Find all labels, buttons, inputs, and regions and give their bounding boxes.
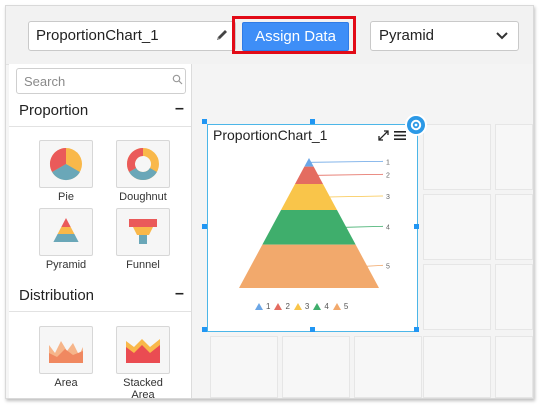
legend-item[interactable]: 4 — [313, 302, 329, 311]
data-label: 2 — [386, 172, 390, 179]
legend-triangle-icon — [313, 303, 322, 310]
pie-chart-icon — [49, 147, 82, 181]
legend-item[interactable]: 5 — [332, 302, 349, 311]
section-proportion[interactable]: Proportion – — [9, 98, 191, 127]
chart-tile-funnel[interactable]: Funnel — [114, 208, 172, 271]
tile-label: Stacked Area — [123, 377, 163, 399]
legend-item[interactable]: 3 — [293, 302, 310, 311]
stacked-area-chart-icon — [126, 339, 160, 363]
grid-cell[interactable] — [495, 194, 533, 260]
grid-cell[interactable] — [495, 264, 533, 330]
proportion-chart-widget[interactable]: ProportionChart_1 1 2 3 4 5 1 2 3 4 5 — [207, 124, 418, 332]
data-label: 3 — [386, 194, 390, 201]
dashboard-canvas[interactable] — [192, 64, 533, 398]
expand-icon[interactable] — [378, 130, 389, 141]
resize-handle[interactable] — [202, 119, 207, 124]
chart-tile-stacked-area[interactable]: Stacked Area — [114, 326, 172, 399]
chart-tile-pyramid[interactable]: Pyramid — [37, 208, 95, 271]
connector-line — [327, 195, 384, 198]
search-icon — [172, 74, 183, 85]
grid-cell[interactable] — [354, 336, 422, 398]
legend-label: 4 — [324, 302, 329, 311]
area-chart-icon — [49, 341, 83, 363]
tile-label: Area — [54, 377, 78, 389]
grid-cell[interactable] — [423, 264, 491, 330]
connector-line — [309, 160, 384, 163]
section-distribution[interactable]: Distribution – — [9, 283, 191, 312]
menu-icon[interactable] — [394, 130, 406, 141]
resize-handle[interactable] — [202, 327, 207, 332]
pencil-icon[interactable] — [215, 28, 229, 42]
grid-cell[interactable] — [495, 124, 533, 190]
app-frame: ProportionChart_1 Assign Data Pyramid Se… — [5, 5, 534, 399]
grid-cell[interactable] — [423, 336, 491, 398]
legend-triangle-icon — [293, 303, 302, 310]
connector-line — [344, 225, 384, 228]
legend-item[interactable]: 1 — [255, 302, 270, 311]
grid-cell[interactable] — [495, 336, 533, 398]
data-label: 5 — [386, 263, 390, 270]
doughnut-chart-icon — [127, 148, 159, 180]
search-input[interactable]: Search — [16, 68, 186, 94]
tile-label: Pyramid — [45, 259, 87, 271]
legend-triangle-icon — [332, 303, 341, 310]
chart-tile-pie[interactable]: Pie — [37, 140, 95, 203]
tile-label: Funnel — [126, 259, 160, 271]
chevron-down-icon — [496, 32, 508, 40]
data-label: 4 — [386, 224, 390, 231]
pyramid-chart-icon — [53, 218, 79, 242]
chart-type-select[interactable]: Pyramid — [370, 21, 519, 51]
collapse-icon[interactable]: – — [175, 100, 184, 117]
pyramid-segment-3[interactable] — [281, 184, 337, 210]
legend-label: 1 — [266, 302, 271, 311]
highlight-box — [232, 16, 356, 54]
resize-handle[interactable] — [202, 224, 207, 229]
grid-cell[interactable] — [423, 124, 491, 190]
legend-label: 3 — [304, 302, 310, 311]
legend-triangle-icon — [274, 303, 283, 310]
resize-handle[interactable] — [414, 327, 419, 332]
chart-type-value: Pyramid — [379, 27, 435, 44]
tile-label: Pie — [58, 191, 74, 203]
grid-cell[interactable] — [282, 336, 350, 398]
connector-line — [316, 173, 384, 176]
pyramid-segment-1[interactable] — [304, 158, 314, 167]
tile-label: Doughnut — [119, 191, 167, 203]
toolbar: ProportionChart_1 Assign Data Pyramid — [6, 6, 533, 65]
chart-legend: 1 2 3 4 5 — [255, 302, 348, 311]
resize-handle[interactable] — [310, 119, 315, 124]
grid-cell[interactable] — [423, 194, 491, 260]
chart-palette-sidebar: Search Proportion – Pie — [9, 64, 192, 398]
resize-handle[interactable] — [414, 224, 419, 229]
legend-label: 2 — [285, 302, 290, 311]
section-title: Proportion — [19, 102, 89, 119]
chart-tile-doughnut[interactable]: Doughnut — [114, 140, 172, 203]
section-title: Distribution — [19, 287, 95, 304]
pyramid-chart: 1 2 3 4 5 — [239, 158, 390, 288]
collapse-icon[interactable]: – — [175, 285, 184, 302]
assign-data-button[interactable]: Assign Data — [242, 22, 349, 51]
resize-handle[interactable] — [310, 327, 315, 332]
connector-line — [365, 264, 384, 267]
grid-cell[interactable] — [210, 336, 278, 398]
pyramid-segment-4[interactable] — [262, 210, 356, 245]
gear-icon[interactable] — [405, 114, 427, 136]
widget-title: ProportionChart_1 — [213, 127, 328, 143]
data-label: 1 — [386, 159, 390, 166]
funnel-chart-icon — [129, 219, 157, 244]
legend-label: 5 — [343, 302, 349, 311]
chart-tile-area[interactable]: Area — [37, 326, 95, 389]
legend-item[interactable]: 2 — [274, 302, 290, 311]
legend-triangle-icon — [255, 303, 263, 310]
pyramid-segment-5[interactable] — [239, 244, 379, 288]
chart-name-input[interactable]: ProportionChart_1 — [28, 21, 236, 51]
